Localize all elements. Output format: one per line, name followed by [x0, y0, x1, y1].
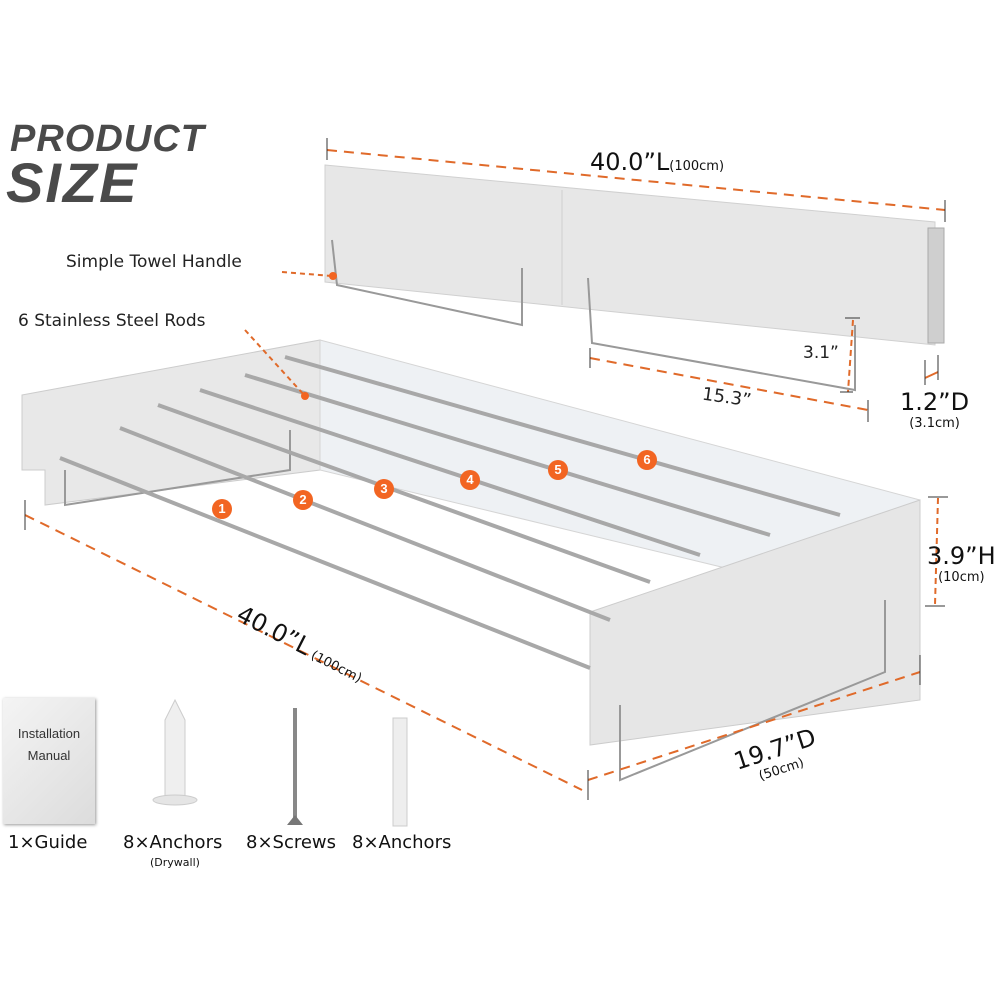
folded-depth-dim: 1.2”D (3.1cm): [900, 388, 969, 431]
screw-icon: [287, 708, 303, 825]
accessory-drywall-anchors-label: 8×Anchors: [123, 832, 223, 853]
accessory-anchors-label: 8×Anchors: [352, 832, 452, 853]
rod-number-2: 2: [293, 490, 313, 510]
folded-depth-value: 1.2”D: [900, 388, 970, 416]
rods-label: 6 Stainless Steel Rods: [18, 311, 206, 331]
manual-line2: Manual: [27, 748, 71, 763]
accessory-drywall-sub: (Drywall): [150, 856, 200, 869]
drywall-anchor-icon: [152, 698, 198, 806]
folded-rack: [324, 164, 945, 392]
towel-handle-label: Simple Towel Handle: [66, 252, 242, 272]
plastic-anchor-icon: [392, 717, 408, 827]
rod-number-5: 5: [548, 460, 568, 480]
accessory-screws-label: 8×Screws: [246, 832, 337, 853]
height-dim: 3.9”H (10cm): [927, 542, 996, 585]
folded-length-dim: 40.0”L(100cm): [590, 148, 724, 176]
folded-length-metric: (100cm): [669, 159, 725, 174]
title-product: PRODUCT: [10, 118, 205, 160]
handle-height-dim: 3.1”: [803, 343, 839, 363]
height-value: 3.9”H: [927, 542, 996, 570]
manual-line1: Installation: [17, 726, 81, 741]
open-rack: [21, 339, 921, 782]
title-size: SIZE: [6, 151, 139, 214]
accessory-guide-label: 1×Guide: [8, 832, 88, 853]
folded-depth-metric: (3.1cm): [909, 416, 960, 431]
rod-number-3: 3: [374, 479, 394, 499]
manual-icon: Installation Manual: [3, 698, 95, 824]
folded-length-value: 40.0”L: [590, 148, 670, 176]
rod-number-1: 1: [212, 499, 232, 519]
height-metric: (10cm): [938, 570, 985, 585]
rod-number-6: 6: [637, 450, 657, 470]
rod-number-4: 4: [460, 470, 480, 490]
